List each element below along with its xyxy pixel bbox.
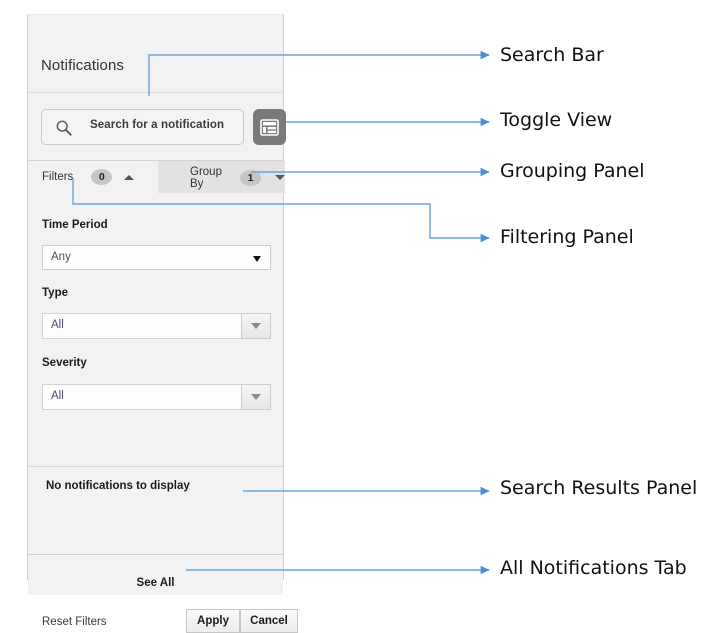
- type-value: All: [51, 319, 64, 331]
- search-placeholder: Search for a notification: [90, 119, 225, 131]
- type-dropdown-button[interactable]: [241, 313, 271, 339]
- toggle-view-button[interactable]: [253, 109, 286, 145]
- type-select[interactable]: All: [42, 313, 271, 339]
- severity-select[interactable]: All: [42, 384, 271, 410]
- annotation-label-toggle-view: Toggle View: [500, 109, 613, 131]
- severity-dropdown-button[interactable]: [241, 384, 271, 410]
- annotation-label-grouping-panel: Grouping Panel: [500, 160, 645, 182]
- cancel-button[interactable]: Cancel: [240, 609, 298, 633]
- notifications-panel: Notifications Search for a notification …: [27, 14, 298, 633]
- type-label: Type: [42, 287, 68, 299]
- chevron-down-icon: [251, 394, 261, 400]
- annotation-label-search-bar: Search Bar: [500, 44, 604, 66]
- tab-filters-badge: 0: [91, 169, 113, 185]
- annotation-label-filtering-panel: Filtering Panel: [500, 226, 634, 248]
- search-input[interactable]: Search for a notification: [41, 109, 244, 145]
- annotation-label-search-results-panel: Search Results Panel: [500, 477, 698, 499]
- all-notifications-tab[interactable]: See All: [28, 555, 283, 595]
- search-icon: [56, 120, 72, 136]
- footer-divider: [28, 554, 283, 555]
- results-divider: [28, 466, 283, 467]
- time-period-value: Any: [51, 251, 71, 263]
- filtering-panel: Time Period Any Type All Severity All Re…: [28, 193, 298, 633]
- chevron-up-icon[interactable]: [124, 174, 135, 180]
- empty-state-message: No notifications to display: [46, 480, 190, 492]
- see-all-link[interactable]: See All: [136, 577, 175, 589]
- search-bar: Search for a notification: [28, 93, 286, 160]
- annotation-label-all-notifications-tab: All Notifications Tab: [500, 557, 687, 579]
- search-results-panel: No notifications to display: [28, 467, 283, 554]
- severity-value: All: [51, 390, 64, 402]
- time-period-label: Time Period: [42, 219, 108, 231]
- severity-label: Severity: [42, 357, 87, 369]
- tab-filters-label: Filters: [42, 171, 74, 183]
- chevron-down-icon[interactable]: [275, 175, 285, 180]
- page-title: Notifications: [41, 57, 125, 74]
- time-period-select[interactable]: Any: [42, 245, 271, 270]
- tab-group-by-label: Group By: [190, 165, 222, 190]
- tab-group-by[interactable]: Group By 1: [158, 161, 285, 194]
- tab-filters[interactable]: Filters 0: [28, 161, 158, 194]
- apply-button[interactable]: Apply: [186, 609, 240, 633]
- chevron-down-icon: [251, 323, 261, 329]
- chevron-down-icon: [253, 256, 261, 262]
- list-view-icon: [260, 118, 279, 136]
- reset-filters-link[interactable]: Reset Filters: [42, 616, 107, 628]
- tab-group-by-badge: 1: [240, 169, 261, 186]
- grouping-panel: Filters 0 Group By 1: [28, 160, 285, 195]
